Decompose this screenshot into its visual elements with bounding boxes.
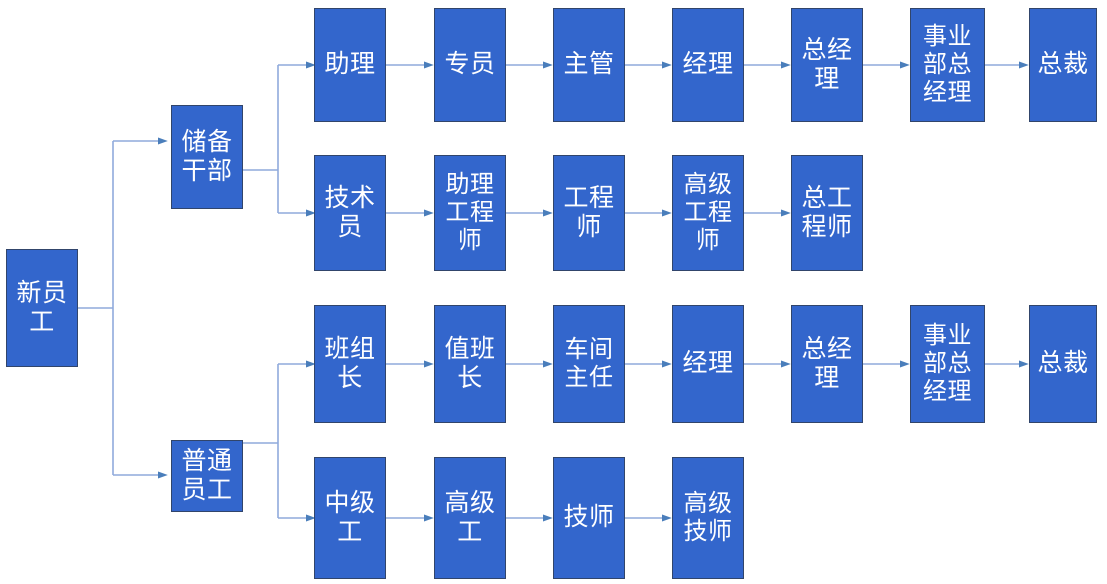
node-president-r1[interactable]: 总裁 (1029, 8, 1097, 122)
node-label: 高级技师 (683, 489, 733, 545)
node-assistant[interactable]: 助理 (314, 8, 386, 122)
node-intermediate-worker[interactable]: 中级工 (314, 457, 386, 579)
node-team-leader[interactable]: 班组长 (314, 305, 386, 423)
node-manager-r3[interactable]: 经理 (672, 305, 744, 423)
node-president-r3[interactable]: 总裁 (1029, 305, 1097, 423)
node-label: 主管 (563, 50, 615, 79)
node-new-employee[interactable]: 新员工 (6, 249, 78, 367)
node-workshop-director[interactable]: 车间主任 (553, 305, 625, 423)
node-label: 事业部总经理 (923, 321, 972, 406)
node-label: 事业部总经理 (923, 22, 972, 107)
node-label: 总裁 (1037, 50, 1089, 79)
node-label: 助理工程师 (445, 170, 495, 255)
node-craftsman[interactable]: 技师 (553, 457, 625, 579)
node-specialist[interactable]: 专员 (434, 8, 506, 122)
node-technician[interactable]: 技术员 (314, 155, 386, 271)
node-label: 中级工 (324, 488, 376, 547)
node-label: 车间主任 (564, 335, 614, 391)
node-label: 总经理 (801, 35, 853, 94)
node-division-general-manager-r1[interactable]: 事业部总经理 (910, 8, 985, 122)
node-label: 技术员 (324, 183, 376, 242)
node-label: 经理 (682, 50, 734, 79)
node-engineer[interactable]: 工程师 (553, 155, 625, 271)
node-senior-worker[interactable]: 高级工 (434, 457, 506, 579)
node-assistant-engineer[interactable]: 助理工程师 (434, 155, 506, 271)
node-label: 助理 (324, 50, 376, 79)
node-senior-craftsman[interactable]: 高级技师 (672, 457, 744, 579)
node-regular-employee[interactable]: 普通员工 (171, 440, 243, 512)
node-shift-leader[interactable]: 值班长 (434, 305, 506, 423)
node-label: 总经理 (801, 334, 853, 393)
node-senior-engineer[interactable]: 高级工程师 (672, 155, 744, 271)
node-label: 普通员工 (181, 446, 233, 505)
node-label: 专员 (444, 50, 496, 79)
node-label: 高级工 (444, 488, 496, 547)
node-label: 值班长 (444, 334, 496, 393)
node-division-general-manager-r3[interactable]: 事业部总经理 (910, 305, 985, 423)
node-label: 总裁 (1037, 349, 1089, 378)
node-supervisor[interactable]: 主管 (553, 8, 625, 122)
node-label: 新员工 (16, 278, 68, 337)
node-chief-engineer[interactable]: 总工程师 (791, 155, 863, 271)
node-label: 经理 (682, 349, 734, 378)
node-label: 高级工程师 (683, 170, 733, 255)
node-general-manager-r1[interactable]: 总经理 (791, 8, 863, 122)
node-label: 总工程师 (801, 183, 853, 242)
node-general-manager-r3[interactable]: 总经理 (791, 305, 863, 423)
node-label: 储备干部 (181, 127, 233, 186)
node-label: 工程师 (563, 183, 615, 242)
node-reserve-cadre[interactable]: 储备干部 (171, 105, 243, 209)
node-label: 班组长 (324, 334, 376, 393)
node-label: 技师 (563, 503, 615, 532)
node-manager-r1[interactable]: 经理 (672, 8, 744, 122)
